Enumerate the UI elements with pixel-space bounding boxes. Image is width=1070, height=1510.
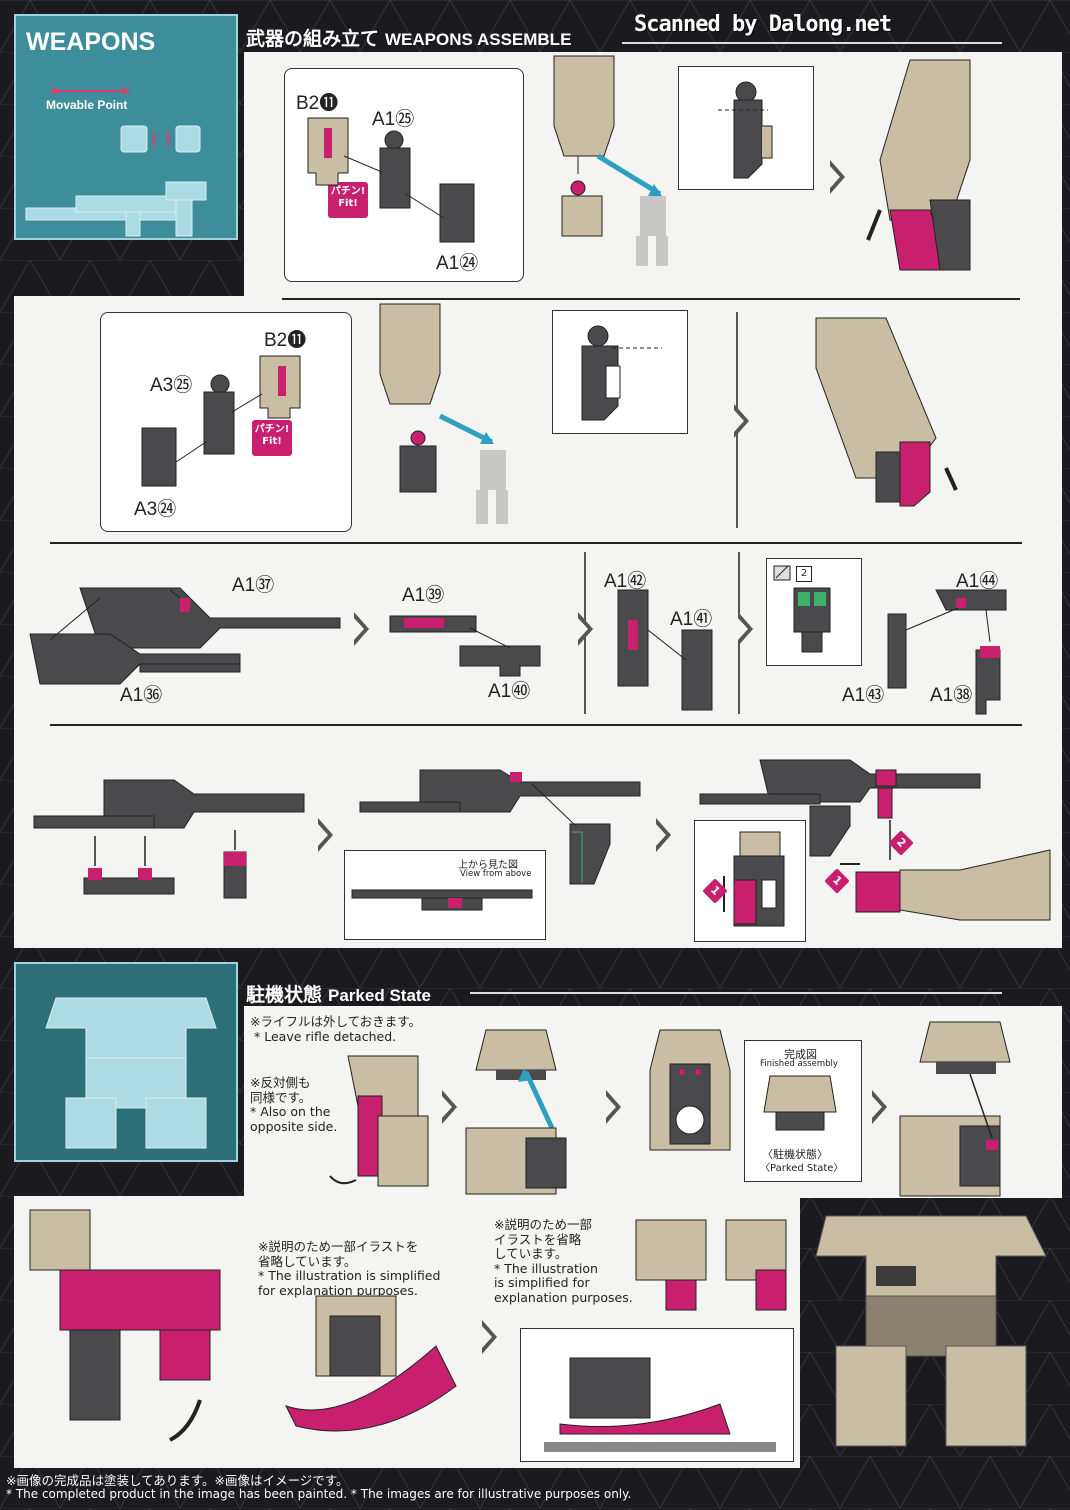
row3-sight-drawing [887, 589, 1007, 715]
weapons-banner-title: WEAPONS [26, 28, 156, 56]
parked-step1-drawing [329, 1055, 429, 1187]
row3-part-a1-40: A1㊵ [488, 681, 531, 702]
parked-leg-drawing-1 [29, 1209, 221, 1442]
row1-fit-badge: パチン! Fit! [328, 182, 368, 218]
row2-detail-drawing [581, 325, 662, 421]
row3-detail-drawing [773, 565, 831, 653]
footer-note-en: * The completed product in the image has… [6, 1487, 632, 1501]
row3-arrow-1 [354, 612, 369, 646]
completed-product-photo [815, 1215, 1047, 1447]
parked-finished-jp: 完成図 [784, 1048, 817, 1061]
parked-state-en: 〈Parked State〉 [760, 1163, 844, 1174]
parked-title-jp: 駐機状態 [246, 984, 323, 1006]
weapons-title-rule [622, 42, 1002, 44]
row3-part-a1-38: A1㊳ [930, 685, 973, 706]
row3-part-a1-36: A1㊱ [120, 685, 163, 706]
row4-view-drawing [351, 889, 533, 911]
row3-detail-number: 2 [796, 566, 812, 582]
row1-part-a1-25: A1㉕ [372, 109, 415, 130]
parked-arrow-4 [482, 1320, 497, 1354]
parked-final-drawing [544, 1357, 776, 1452]
row3-part-a1-39: A1㊴ [402, 585, 445, 606]
parked-leg-drawing-3 [635, 1219, 787, 1311]
row4-arrow-2 [656, 818, 671, 852]
parked-finished-en: Finished assembly [760, 1059, 838, 1069]
parked-section-title: 駐機状態 Parked State [246, 980, 431, 1007]
parked-state-jp: 〈駐機状態〉 [762, 1148, 828, 1161]
parked-note-rifle-jp: ※ライフルは外しておきます。 [250, 1014, 421, 1029]
parked-note-opposite: ※反対側も 同様です。 * Also on the opposite side. [250, 1075, 338, 1134]
row3-part-a1-44: A1㊹ [956, 571, 999, 592]
parked-title-rule [470, 992, 1002, 994]
parked-final-box [520, 1328, 794, 1462]
row3-arrow-3 [738, 612, 753, 646]
row4-view-jp: 上から見た図 [458, 860, 518, 871]
row1-part-drawings [307, 117, 475, 243]
row2-part-a3-24: A3㉔ [134, 499, 177, 520]
row4-detail-drawing [723, 831, 785, 927]
row3-part-a1-41: A1㊶ [670, 609, 713, 630]
row2-part-drawings [141, 355, 301, 487]
row3-arrow-2 [578, 612, 593, 646]
watermark: Scanned by Dalong.net [634, 12, 892, 37]
row2-part-b2-11: B2⓫ [264, 330, 307, 351]
row3-part-a1-37: A1㊲ [232, 575, 275, 596]
parked-banner [14, 962, 238, 1162]
parked-step3-drawing [649, 1029, 731, 1151]
row1-part-a1-24: A1㉔ [436, 253, 479, 274]
parked-arrow-2 [606, 1090, 621, 1124]
row4-rifle-parts-drawing [33, 779, 305, 899]
parked-leg-drawing-2 [285, 1295, 457, 1432]
row1-assembly-drawing [553, 55, 668, 266]
row1-detail-drawing [718, 81, 773, 179]
row3-part-a1-42: A1㊷ [604, 571, 647, 592]
parked-note-rifle-en: * Leave rifle detached. [254, 1029, 397, 1044]
row-divider-2 [50, 542, 1022, 544]
row4-arrow-1 [318, 818, 333, 852]
row4-view-en: View from above [460, 869, 532, 879]
parked-step4-drawing [899, 1021, 1011, 1197]
row2-fit-badge: パチン! Fit! [252, 420, 292, 456]
row1-part-b2-11: B2⓫ [296, 93, 339, 114]
row2-fit-text: パチン! Fit! [254, 424, 290, 447]
parked-step2-drawing [465, 1029, 567, 1195]
row1-fit-text: パチン! Fit! [330, 186, 366, 209]
movable-arrow-icon [50, 87, 130, 95]
row4-rifle-assembled-drawing [359, 769, 641, 885]
parked-preview-image [45, 997, 217, 1149]
row-divider-3 [50, 724, 1022, 726]
row2-result-drawing [815, 317, 958, 507]
row3-stock-drawing [389, 615, 541, 677]
parked-finished-drawing [763, 1075, 837, 1131]
weapons-section-title: 武器の組み立て WEAPONS ASSEMBLE [246, 24, 571, 51]
footer-note-jp: ※画像の完成品は塗装してあります。※画像はイメージです。 [6, 1473, 349, 1488]
row1-result-drawing [866, 59, 971, 271]
parked-arrow-1 [442, 1090, 457, 1124]
row3-grip-drawing [617, 589, 713, 711]
parked-arrow-3 [872, 1090, 887, 1124]
row1-next-arrow [830, 160, 845, 194]
parked-title-en: Parked State [328, 986, 432, 1005]
weapon-preview-image [25, 125, 207, 237]
row2-assembly-drawing [379, 303, 508, 524]
row2-next-arrow [734, 404, 749, 438]
weapons-title-en: WEAPONS ASSEMBLE [385, 30, 572, 49]
row2-part-a3-25: A3㉕ [150, 375, 193, 396]
weapons-title-jp: 武器の組み立て [246, 28, 380, 50]
weapons-banner-subtitle: Movable Point [46, 98, 128, 112]
weapons-banner: WEAPONS Movable Point [14, 14, 238, 240]
row4-final-drawing [699, 759, 1051, 921]
row3-part-a1-43: A1㊸ [842, 685, 885, 706]
row3-rifle-drawing [29, 587, 341, 685]
row-divider-1 [282, 298, 1020, 300]
parked-note-simplified-1: ※説明のため一部イラストを 省略しています。 * The illustratio… [258, 1239, 441, 1298]
parked-note-simplified-2: ※説明のため一部 イラストを省略 しています。 * The illustrati… [494, 1217, 633, 1305]
